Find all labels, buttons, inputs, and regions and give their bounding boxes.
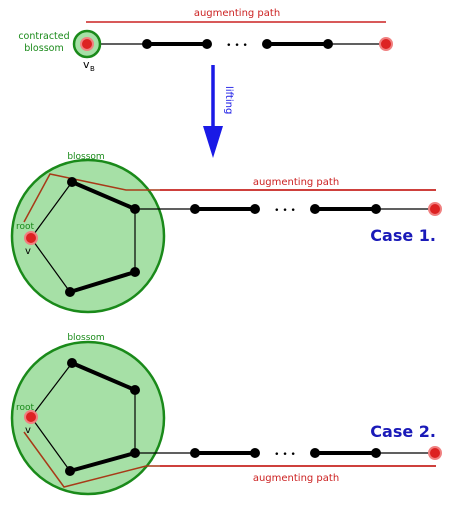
- top-augmenting-path-label: augmenting path: [194, 8, 280, 19]
- case2-vertex: [310, 448, 320, 458]
- case1-label: Case 1.: [370, 226, 436, 245]
- vertex-b-label: v: [83, 58, 90, 71]
- case2-v-label: v: [25, 425, 31, 436]
- case1-section: blossom augmenting path • • • root v Cas…: [10, 152, 442, 314]
- case2-section: blossom augmenting path • • • root v Cas…: [10, 333, 442, 496]
- case2-vertex: [371, 448, 381, 458]
- contracted-blossom-vertex: [80, 37, 94, 51]
- case1-augmenting-path-label: augmenting path: [253, 177, 339, 188]
- case1-vertex: [67, 177, 77, 187]
- case1-root-label: root: [16, 222, 35, 232]
- case2-ellipsis: • • •: [274, 450, 296, 460]
- case1-vertex: [65, 287, 75, 297]
- contracted-label-line2: blossom: [24, 43, 63, 54]
- case1-ellipsis: • • •: [274, 206, 296, 216]
- top-section: augmenting path • • • contracted blossom…: [18, 8, 393, 73]
- lifting-arrow: lifting: [203, 65, 234, 158]
- case2-vertex: [65, 466, 75, 476]
- case2-edge: [30, 362, 73, 418]
- case2-edge-matched: [71, 361, 136, 392]
- top-vertex: [323, 39, 333, 49]
- case1-vertex: [371, 204, 381, 214]
- case2-vertex: [130, 448, 140, 458]
- top-ellipsis: • • •: [226, 41, 248, 51]
- case2-vertex: [250, 448, 260, 458]
- case2-blossom-label: blossom: [67, 333, 104, 343]
- case1-edge-matched: [71, 180, 136, 211]
- vertex-b-subscript: B: [90, 65, 95, 73]
- case1-vertex: [130, 204, 140, 214]
- case2-vertex: [190, 448, 200, 458]
- case1-blossom-label: blossom: [67, 152, 104, 162]
- top-vertex: [142, 39, 152, 49]
- case1-vertex: [310, 204, 320, 214]
- contracted-label-line1: contracted: [18, 31, 69, 42]
- top-vertex: [202, 39, 212, 49]
- case1-endpoint-vertex: [428, 202, 442, 216]
- case2-root-label: root: [16, 403, 35, 413]
- case1-vertex: [250, 204, 260, 214]
- top-endpoint-vertex: [379, 37, 393, 51]
- case2-vertex: [67, 358, 77, 368]
- case1-edge: [30, 181, 73, 239]
- case1-edge-matched: [69, 270, 136, 294]
- case1-root-vertex: [24, 231, 38, 245]
- case1-vertex: [190, 204, 200, 214]
- top-vertex: [262, 39, 272, 49]
- case2-root-vertex: [24, 410, 38, 424]
- case2-edge-matched: [69, 451, 136, 473]
- case2-edge: [30, 416, 71, 472]
- case2-augmenting-path-label: augmenting path: [253, 473, 339, 484]
- case1-v-label: v: [25, 246, 31, 257]
- case2-label: Case 2.: [370, 422, 436, 441]
- case1-vertex: [130, 267, 140, 277]
- case2-endpoint-vertex: [428, 446, 442, 460]
- case2-vertex: [130, 385, 140, 395]
- case1-edge: [30, 237, 71, 293]
- lifting-label: lifting: [223, 86, 234, 114]
- arrow-head: [203, 126, 223, 158]
